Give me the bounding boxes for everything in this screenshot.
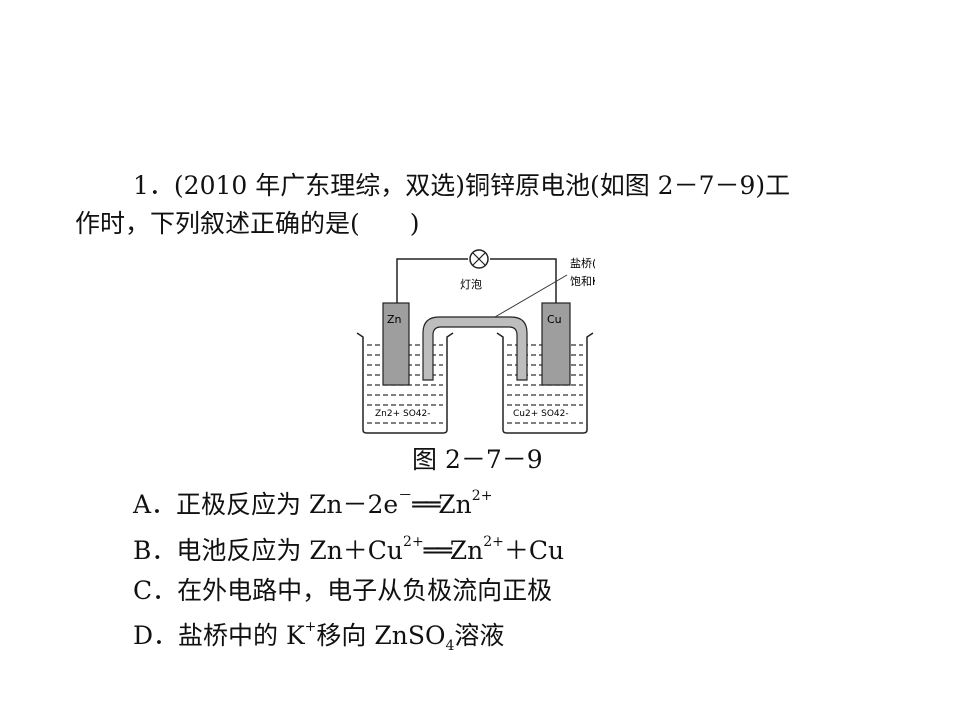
left-solution-label: Zn2+ SO42- bbox=[375, 409, 431, 419]
option-a-electron-charge: － bbox=[398, 487, 413, 504]
option-d-k-charge: + bbox=[304, 618, 317, 635]
cu-label: Cu bbox=[547, 313, 562, 326]
option-a-product-charge: 2+ bbox=[471, 487, 493, 504]
cu-electrode bbox=[541, 302, 571, 386]
option-b-end: ＋Cu bbox=[503, 536, 565, 565]
lamp-label: 灯泡 bbox=[460, 277, 482, 291]
option-a: A．正极反应为 Zn－2e－══Zn2+ bbox=[133, 485, 492, 521]
option-b-zn: Zn bbox=[449, 536, 484, 565]
option-d-mid: 移向 ZnSO bbox=[316, 621, 446, 650]
option-a-product: Zn bbox=[438, 490, 472, 519]
option-d: D．盐桥中的 K+移向 ZnSO4溶液 bbox=[133, 616, 505, 654]
question-line-2: 作时，下列叙述正确的是( ) bbox=[75, 209, 420, 238]
bridge-label-line-2: 饱和KCl溶液) bbox=[570, 274, 595, 288]
salt-bridge bbox=[422, 316, 528, 381]
wire-right bbox=[490, 258, 557, 305]
option-b-prefix: B．电池反应为 Zn＋Cu bbox=[133, 536, 404, 565]
option-b-equals: ══ bbox=[423, 536, 452, 565]
option-b: B．电池反应为 Zn＋Cu2+══Zn2+＋Cu bbox=[133, 531, 564, 567]
option-d-subscript: 4 bbox=[445, 638, 455, 654]
left-beaker: Zn Zn2+ SO42- bbox=[356, 302, 454, 434]
zn-label: Zn bbox=[387, 313, 402, 326]
bridge-pointer bbox=[494, 274, 568, 318]
option-b-zn-charge: 2+ bbox=[483, 533, 504, 550]
zn-electrode bbox=[382, 302, 410, 386]
option-c: C．在外电路中，电子从负极流向正极 bbox=[133, 576, 553, 605]
option-d-prefix: D．盐桥中的 K bbox=[133, 621, 305, 650]
option-d-end: 溶液 bbox=[454, 621, 505, 650]
lamp-icon bbox=[469, 249, 489, 269]
figure-caption: 图 2－7－9 bbox=[412, 445, 543, 474]
question-line-1: 1．(2010 年广东理综，双选)铜锌原电池(如图 2－7－9)工 bbox=[133, 171, 791, 200]
option-a-equals: ══ bbox=[412, 490, 440, 519]
wire-left bbox=[396, 258, 468, 307]
galvanic-cell-figure: 灯泡 盐桥(装有琼脂- 饱和KCl溶液) Zn Zn2+ SO42- Cu Cu… bbox=[356, 249, 595, 434]
option-a-prefix: A．正极反应为 Zn－2e bbox=[133, 490, 399, 519]
bridge-label-line-1: 盐桥(装有琼脂- bbox=[570, 256, 595, 270]
right-solution-label: Cu2+ SO42- bbox=[513, 409, 569, 419]
option-b-cu-charge: 2+ bbox=[403, 533, 424, 550]
